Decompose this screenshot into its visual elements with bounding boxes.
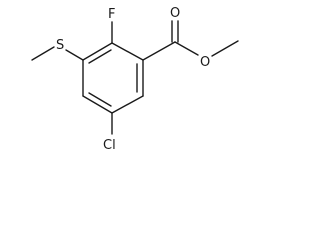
bond-c4-c5 xyxy=(82,95,113,114)
structure-diagram: F S Cl O O xyxy=(31,6,239,153)
benzene-ring xyxy=(82,42,144,114)
bond-c2-c3 xyxy=(82,42,113,61)
bond-carbonyl-ester-o xyxy=(174,41,199,56)
atom-fluorine: F xyxy=(108,7,115,22)
double-bond-c2-c3-inner xyxy=(88,49,112,64)
bond-c1-c2 xyxy=(111,42,144,61)
atom-ester-oxygen: O xyxy=(200,55,210,70)
atom-chlorine: Cl xyxy=(103,138,116,153)
double-bond-c4-c5-inner xyxy=(88,92,112,107)
bond-s-methyl xyxy=(31,46,55,61)
bond-ester-o-methyl xyxy=(211,40,239,57)
bond-c5-c6 xyxy=(111,95,144,114)
atom-carbonyl-oxygen: O xyxy=(170,6,180,21)
atom-sulfur: S xyxy=(56,38,64,53)
bond-c3-s xyxy=(65,49,84,61)
bond-c1-carbonyl xyxy=(142,41,176,61)
